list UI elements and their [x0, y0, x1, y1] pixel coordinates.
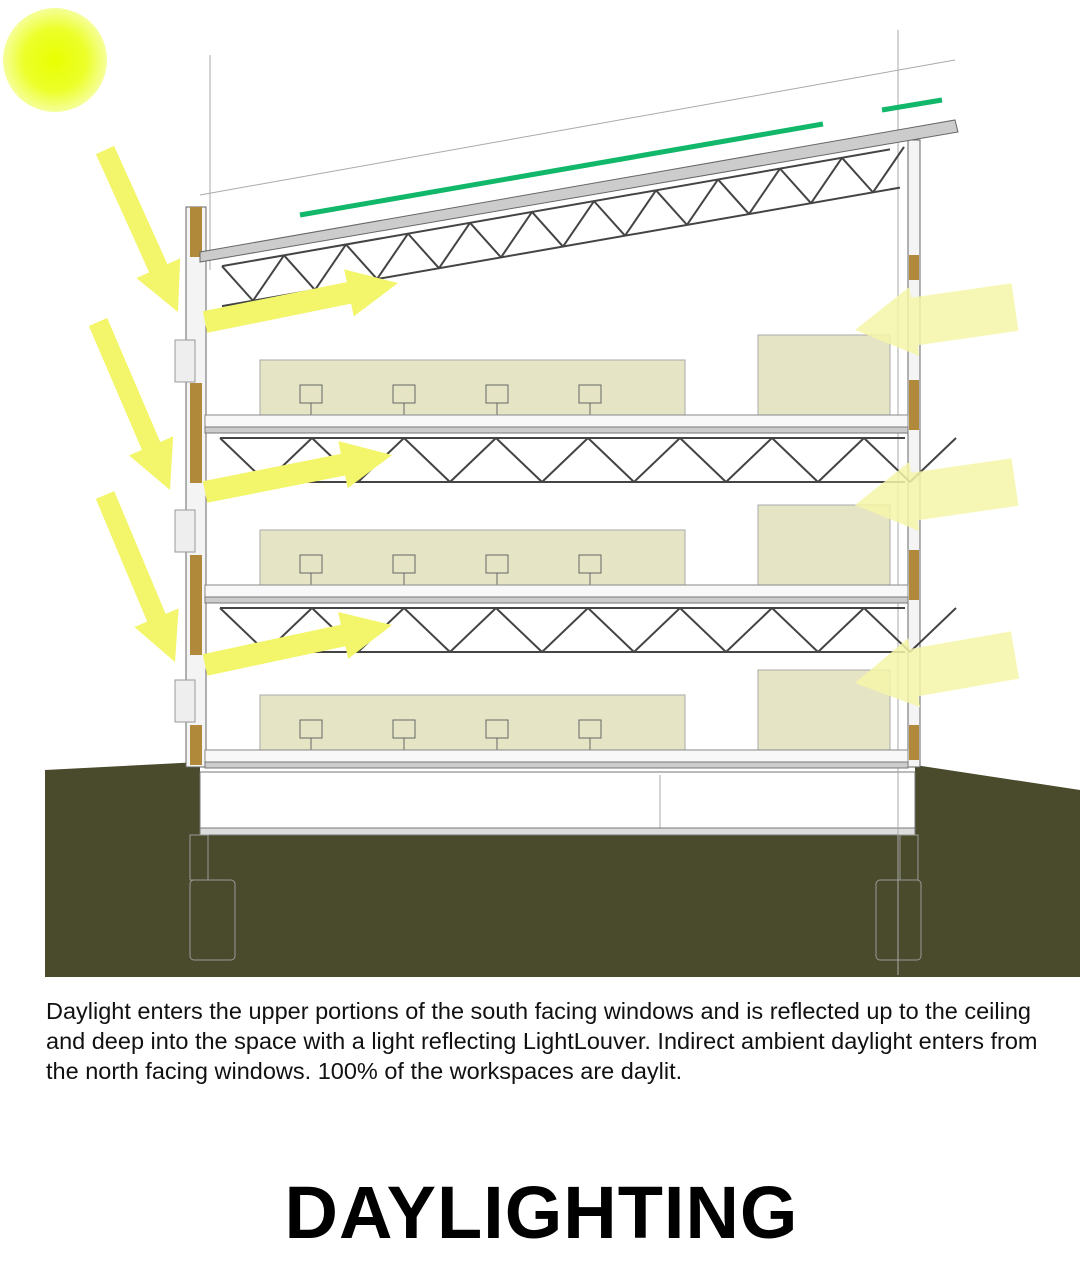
truss-web [252, 254, 285, 302]
reflected-daylight-arrow [202, 611, 392, 676]
north-insulation [909, 380, 919, 430]
truss-web [407, 232, 440, 269]
caption-text: Daylight enters the upper portions of th… [46, 998, 1038, 1084]
truss-web [221, 265, 254, 302]
workspace-room [757, 504, 891, 586]
truss-web [593, 200, 626, 237]
raised-floor [204, 749, 909, 763]
truss-web [562, 200, 595, 248]
truss-web [449, 437, 497, 483]
north-insulation [909, 550, 919, 600]
ground [45, 762, 1080, 977]
truss-web [469, 222, 502, 259]
truss-web [438, 222, 471, 269]
workspace-room [757, 334, 891, 416]
truss-web [725, 607, 773, 653]
north-daylight-arrow [855, 283, 1019, 357]
workspace-partitions [259, 694, 686, 751]
building-section-diagram [3, 8, 1080, 977]
truss-web [725, 437, 773, 483]
truss-web [500, 211, 533, 258]
truss-web [587, 607, 635, 653]
truss-web [314, 243, 347, 291]
truss-web [779, 167, 812, 204]
truss-web [771, 437, 819, 483]
foundation-piles [189, 834, 922, 961]
truss-web [817, 437, 865, 483]
workspace-partitions [259, 359, 686, 416]
light-louver [174, 509, 196, 553]
sun-icon [3, 8, 107, 112]
daylight-arrows [88, 145, 1020, 708]
north-insulation [909, 725, 919, 760]
floor-slab [204, 761, 909, 769]
floor-level [204, 669, 909, 769]
light-louver [174, 339, 196, 383]
south-insulation [190, 383, 202, 483]
truss-web [817, 607, 865, 653]
page-title: DAYLIGHTING [284, 1171, 799, 1254]
truss-web [909, 607, 957, 653]
truss-web [403, 437, 451, 483]
roof-slab [199, 119, 959, 263]
south-insulation [190, 725, 202, 765]
truss-web [449, 607, 497, 653]
truss-web [624, 189, 657, 237]
truss-web [655, 189, 688, 226]
truss-web [717, 178, 750, 215]
light-louver [174, 679, 196, 723]
exterior-walls [174, 139, 921, 768]
truss-web [531, 211, 564, 248]
floor-slab [204, 426, 909, 434]
reflected-daylight-arrow [202, 441, 392, 503]
truss-web [587, 437, 635, 483]
workspace-partitions [259, 529, 686, 586]
south-daylight-arrow [95, 145, 181, 312]
solar-panel [881, 97, 943, 113]
truss-web [541, 437, 589, 483]
truss-web [495, 607, 543, 653]
truss-web [841, 157, 874, 194]
truss-web [679, 607, 727, 653]
south-daylight-arrow [88, 318, 174, 490]
truss-web [771, 607, 819, 653]
north-insulation [909, 255, 919, 280]
truss-web [633, 437, 681, 483]
south-insulation [190, 555, 202, 655]
truss-web [403, 607, 451, 653]
truss-web [495, 437, 543, 483]
solar-panels [299, 97, 943, 218]
truss-web [810, 157, 843, 204]
floors [204, 334, 957, 769]
raised-floor [204, 414, 909, 428]
truss-web [633, 607, 681, 653]
truss-web [748, 168, 781, 215]
truss-web [283, 254, 316, 291]
floor-level [204, 504, 957, 653]
truss-web [679, 437, 727, 483]
truss-web [376, 233, 409, 280]
solar-panel [299, 121, 824, 218]
basement [199, 771, 916, 833]
raised-floor [204, 584, 909, 598]
truss-web [345, 243, 378, 280]
north-daylight-arrow [855, 458, 1019, 532]
truss-web [872, 146, 905, 193]
south-insulation [190, 207, 202, 257]
floor-level [204, 334, 957, 483]
north-daylight-arrow [855, 631, 1020, 708]
south-daylight-arrow [95, 491, 179, 662]
truss-web [686, 178, 719, 226]
floor-slab [204, 596, 909, 604]
reflected-daylight-arrow [202, 269, 398, 333]
truss-web [541, 607, 589, 653]
